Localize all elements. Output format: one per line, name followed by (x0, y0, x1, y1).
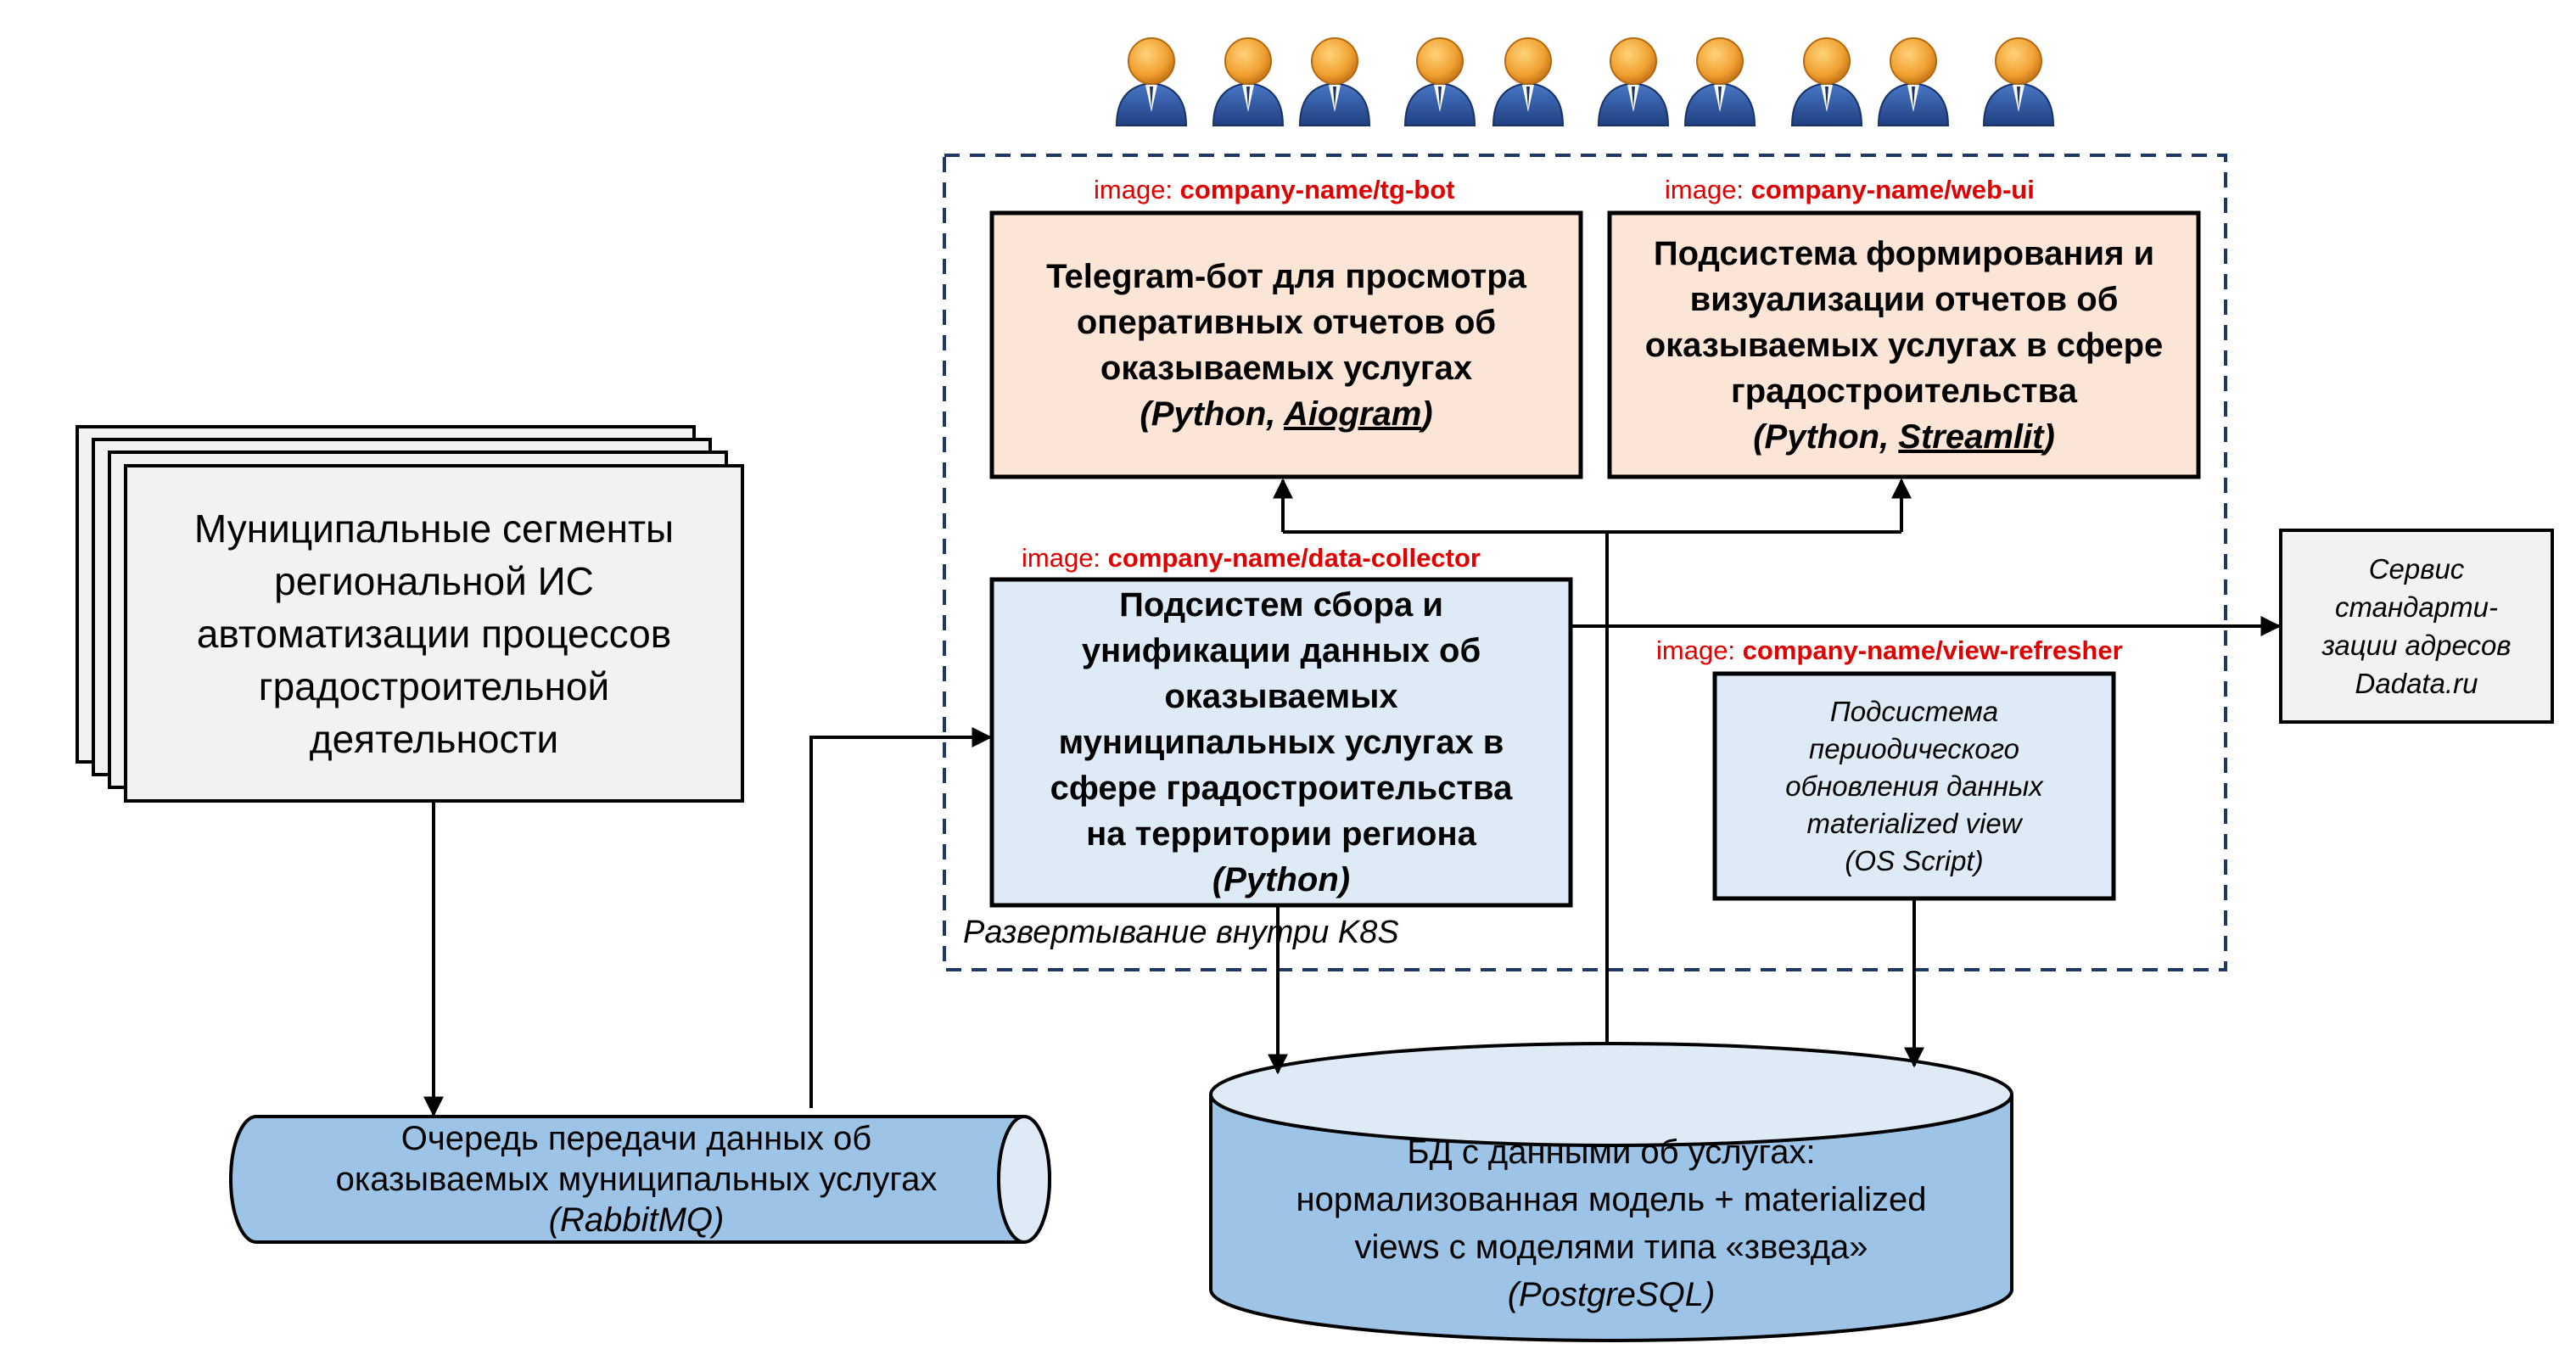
user-icon (1684, 37, 1756, 126)
queue-cylinder (229, 1115, 1051, 1244)
tg-bot-line-2: оперативных отчетов об (1076, 303, 1497, 341)
k8s-caption: Развертывание внутри K8S (963, 915, 1399, 950)
web-ui-image-label: image: company-name/web-ui (1665, 176, 2035, 203)
database-cylinder (1209, 1042, 2013, 1342)
tg-bot-line-3: оказываемых услугах (1100, 349, 1473, 387)
web-ui-image-prefix: image: (1665, 175, 1751, 204)
user-icon (1492, 37, 1564, 126)
municipal-line-1: Муниципальные сегменты (193, 506, 675, 551)
web-ui-image-name: company-name/web-ui (1750, 175, 2035, 204)
data-collector-line-3: оказываемых (1164, 678, 1398, 715)
tg-bot-box (989, 210, 1583, 479)
view-refresher-text: Подсистема периодического обновления дан… (1715, 674, 2114, 898)
queue-line-2: оказываемых муниципальных услугах (335, 1161, 938, 1198)
view-refresher-line-3: обновления данных (1785, 770, 2043, 802)
municipal-line-2: региональной ИС (274, 558, 594, 603)
view-refresher-image-prefix: image: (1656, 635, 1743, 665)
tg-bot-tech-framework: Aiogram (1284, 395, 1422, 433)
user-icon (1983, 37, 2054, 126)
view-refresher-image-label: image: company-name/view-refresher (1656, 637, 2123, 663)
user-icon (1404, 37, 1476, 126)
user-icon (1212, 37, 1284, 126)
view-refresher-tech: (OS Script) (1845, 844, 1984, 876)
web-ui-box (1607, 210, 2201, 479)
users-group (1116, 37, 2054, 126)
database-text: БД с данными об услугах: нормализованная… (1211, 1125, 2012, 1322)
view-refresher-box (1712, 671, 2116, 901)
data-collector-image-prefix: image: (1022, 543, 1108, 573)
user-icon (1791, 37, 1862, 126)
tg-bot-tech-close: ) (1421, 395, 1433, 433)
database-tech: (PostgreSQL) (1507, 1276, 1716, 1313)
data-collector-image-name: company-name/data-collector (1107, 543, 1481, 573)
tg-bot-tech-open: (Python, (1140, 395, 1285, 433)
data-collector-line-2: унификации данных об (1081, 632, 1481, 669)
tg-bot-image-prefix: image: (1094, 175, 1180, 204)
data-collector-text: Подсистем сбора и унификации данных об о… (992, 579, 1571, 905)
k8s-boundary (943, 154, 2227, 971)
data-collector-tech: (Python) (1212, 861, 1351, 898)
data-collector-line-1: Подсистем сбора и (1119, 586, 1443, 624)
user-icon (1598, 37, 1669, 126)
tg-bot-image-name: company-name/tg-bot (1179, 175, 1455, 204)
tg-bot-line-1: Telegram-бот для просмотра (1046, 257, 1526, 295)
data-collector-image-label: image: company-name/data-collector (1022, 545, 1481, 571)
web-ui-line-4: градостроительства (1731, 372, 2077, 410)
municipal-line-5: деятельности (309, 716, 559, 761)
municipal-line-4: градостроительной (258, 663, 610, 708)
web-ui-tech-open: (Python, (1753, 417, 1899, 456)
arrow-queue-to-collector (809, 727, 993, 1108)
web-ui-tech: (Python, Streamlit) (1753, 414, 2055, 460)
view-refresher-image-name: company-name/view-refresher (1742, 635, 2123, 665)
data-collector-box (989, 577, 1573, 908)
user-icon (1299, 37, 1370, 126)
web-ui-line-2: визуализации отчетов об (1689, 280, 2119, 318)
view-refresher-line-4: materialized view (1806, 807, 2022, 839)
web-ui-line-3: оказываемых услугах в сфере (1644, 326, 2164, 364)
database-line-1: БД с данными об услугах: (1407, 1133, 1816, 1171)
data-collector-line-4: муниципальных услугах в (1058, 724, 1504, 761)
view-refresher-line-1: Подсистема (1829, 695, 1999, 727)
view-refresher-line-2: периодического (1809, 732, 2019, 764)
data-collector-line-5: сфере градостроительства (1050, 770, 1513, 807)
dadata-line-2: стандарти- (2335, 591, 2498, 623)
tg-bot-tech: (Python, Aiogram) (1140, 391, 1432, 437)
tg-bot-text: Telegram-бот для просмотра оперативных о… (992, 213, 1581, 477)
queue-text: Очередь передачи данных об оказываемых м… (255, 1120, 1018, 1239)
municipal-stack-layer-1 (124, 464, 744, 803)
connectors (423, 478, 2282, 1117)
web-ui-tech-framework: Streamlit (1898, 417, 2044, 456)
user-icon (1116, 37, 1187, 126)
municipal-line-3: автоматизации процессов (196, 611, 672, 656)
dadata-line-3: зации адресов (2321, 630, 2512, 661)
data-collector-line-6: на территории региона (1086, 815, 1476, 853)
municipal-text: Муниципальные сегменты региональной ИС а… (126, 466, 742, 801)
web-ui-line-1: Подсистема формирования и (1653, 234, 2155, 272)
dadata-text: Сервис стандарти- зации адресов Dadata.r… (2281, 530, 2552, 722)
dadata-line-4: Dadata.ru (2355, 668, 2478, 699)
user-icon (1878, 37, 1949, 126)
web-ui-tech-close: ) (2043, 417, 2055, 456)
tg-bot-image-label: image: company-name/tg-bot (1094, 176, 1454, 203)
queue-tech: (RabbitMQ) (548, 1201, 725, 1239)
web-ui-text: Подсистема формирования и визуализации о… (1610, 213, 2198, 477)
database-line-3: views с моделями типа «звезда» (1354, 1229, 1868, 1266)
dadata-line-1: Сервис (2368, 553, 2465, 585)
queue-line-1: Очередь передачи данных об (400, 1120, 872, 1157)
database-line-2: нормализованная модель + materialized (1296, 1181, 1927, 1218)
